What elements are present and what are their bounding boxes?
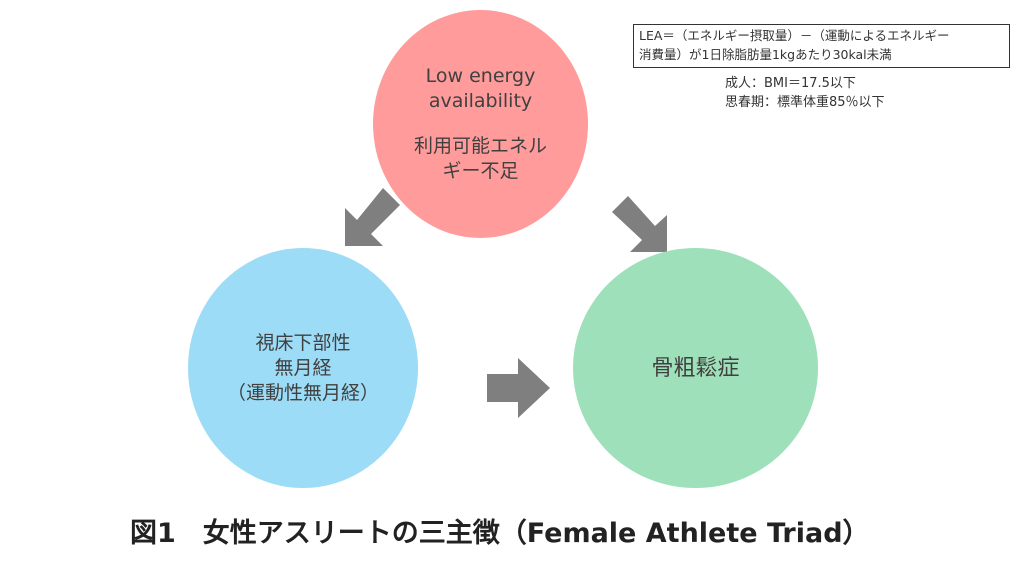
label: 骨粗鬆症 [651, 355, 740, 381]
definition-line: 消費量）が1日除脂肪量1kgあたり30kal未満 [639, 47, 892, 62]
arrow-left-to-right [487, 358, 550, 418]
label: 利用可能エネル [413, 135, 547, 157]
adult-criteria: 成人：BMI＝17.5以下 [725, 76, 856, 91]
label: 視床下部性 [255, 331, 351, 354]
definition-box: LEA＝（エネルギー摂取量）－（運動によるエネルギー 消費量）が1日除脂肪量1k… [633, 24, 1010, 68]
definition-line: LEA＝（エネルギー摂取量）－（運動によるエネルギー [639, 28, 950, 43]
figure-caption: 図1 女性アスリートの三主徴（Female Athlete Triad） [130, 518, 870, 549]
amenorrhea-circle: 視床下部性 無月経 （運動性無月経） [188, 248, 418, 488]
label: ギー不足 [442, 160, 519, 182]
arrow-top-to-left [345, 188, 400, 246]
adolescent-criteria: 思春期：標準体重85％以下 [725, 95, 885, 110]
osteoporosis-circle: 骨粗鬆症 [573, 248, 818, 488]
label: availability [428, 90, 533, 112]
low-energy-availability-circle: Low energy availability 利用可能エネル ギー不足 [373, 10, 588, 238]
label: Low energy [425, 65, 536, 87]
label: （運動性無月経） [226, 381, 379, 404]
label: 無月経 [274, 356, 332, 379]
criteria-note: 成人：BMI＝17.5以下 思春期：標準体重85％以下 [725, 74, 885, 112]
arrow-top-to-right [612, 196, 667, 252]
